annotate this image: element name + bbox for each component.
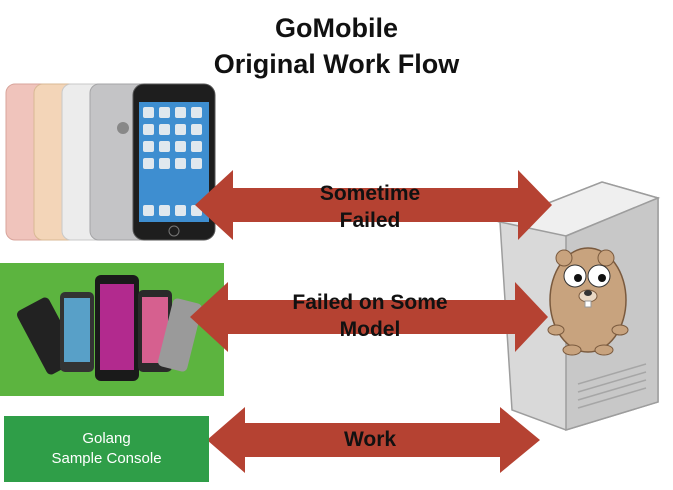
golang-console-box: Golang Sample Console — [4, 416, 209, 482]
android-phones-image — [0, 263, 224, 396]
arrow-label-1-line-2: Failed — [339, 209, 401, 232]
arrow-sometime-failed — [195, 170, 552, 240]
title-line-2: Original Work Flow — [213, 49, 460, 79]
diagram-title: GoMobile Original Work Flow — [0, 10, 673, 82]
arrow-work — [207, 407, 540, 473]
title-line-1: GoMobile — [275, 13, 398, 43]
arrow-label-3: Work — [255, 426, 485, 453]
arrow-label-3-line-1: Work — [343, 428, 397, 451]
arrow-label-1-line-1: Sometime — [319, 182, 421, 205]
console-line-2: Sample Console — [51, 450, 162, 467]
iphone-image — [5, 83, 216, 241]
server-with-gopher-image — [497, 181, 661, 432]
console-line-1: Golang — [82, 430, 131, 447]
arrow-label-1: Sometime Failed — [255, 180, 485, 234]
arrow-label-2-line-1: Failed on Some — [292, 291, 448, 314]
arrow-label-2: Failed on Some Model — [255, 289, 485, 343]
arrow-label-2-line-2: Model — [339, 318, 401, 341]
arrow-failed-on-some-model — [190, 282, 548, 352]
